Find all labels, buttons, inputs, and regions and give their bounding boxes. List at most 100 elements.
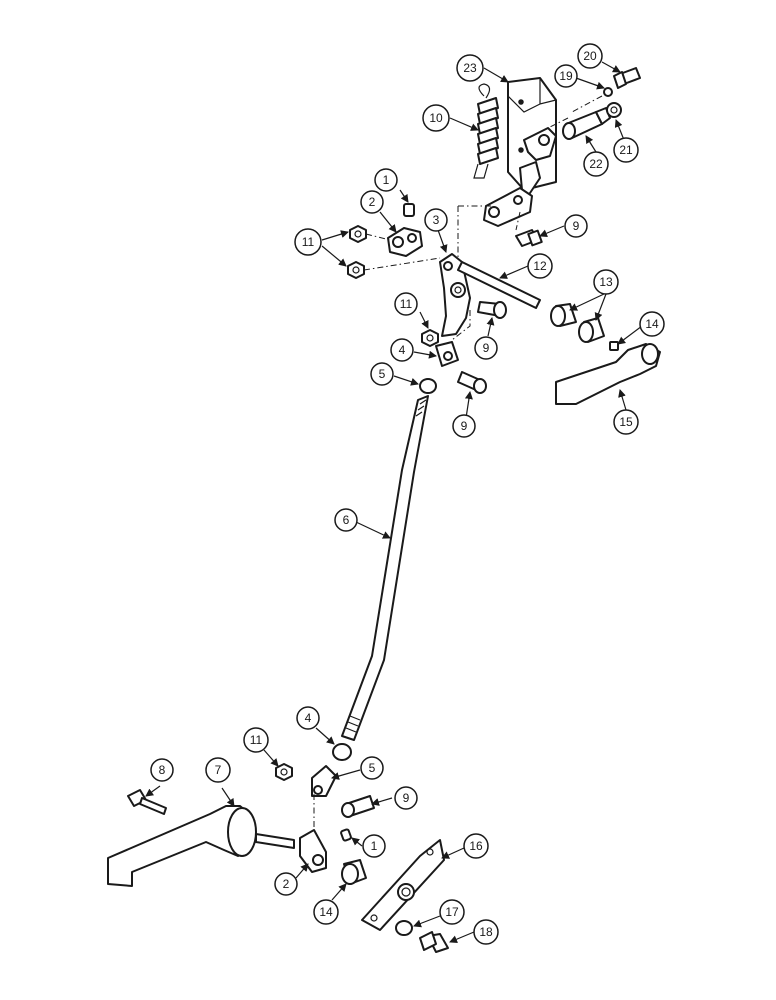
washer-large: [606, 102, 622, 118]
nut: [349, 225, 367, 243]
connecting-rod: [341, 395, 429, 741]
callout-12: 12: [527, 253, 553, 279]
callout-5: 5: [370, 362, 394, 386]
callout-20: 20: [577, 43, 603, 69]
spring: [473, 83, 499, 179]
callout-15: 15: [613, 409, 639, 435]
svg-text:9: 9: [403, 791, 410, 805]
svg-text:7: 7: [215, 763, 222, 777]
svg-text:19: 19: [559, 69, 573, 83]
svg-text:9: 9: [483, 341, 490, 355]
callout-2: 2: [274, 872, 298, 896]
nut: [421, 329, 439, 347]
callout-9: 9: [564, 214, 588, 238]
svg-text:13: 13: [599, 275, 613, 289]
svg-text:9: 9: [461, 419, 468, 433]
svg-text:21: 21: [619, 143, 633, 157]
svg-text:14: 14: [319, 905, 333, 919]
svg-text:2: 2: [369, 195, 376, 209]
svg-text:11: 11: [250, 733, 263, 747]
svg-text:3: 3: [433, 213, 440, 227]
callout-13: 13: [593, 269, 619, 295]
callout-4: 4: [296, 706, 320, 730]
outer-handle: [107, 805, 295, 887]
callout-6: 6: [334, 508, 358, 532]
link-block: [435, 341, 459, 367]
callout-9: 9: [452, 414, 476, 438]
callout-1: 1: [374, 168, 398, 192]
callout-2: 2: [360, 190, 384, 214]
svg-text:23: 23: [463, 61, 477, 75]
washer-lower: [395, 920, 413, 936]
svg-text:5: 5: [379, 367, 386, 381]
bolt-lower: [419, 931, 449, 953]
small-washer: [603, 87, 613, 97]
set-screw: [403, 203, 415, 217]
callout-16: 16: [463, 833, 489, 859]
rod-nut-lower: [332, 743, 352, 761]
svg-text:1: 1: [371, 839, 378, 853]
callout-19: 19: [554, 64, 578, 88]
svg-text:12: 12: [533, 259, 547, 273]
callout-5: 5: [360, 756, 384, 780]
svg-text:9: 9: [573, 219, 580, 233]
latch-housing: [507, 77, 557, 197]
callout-1: 1: [362, 834, 386, 858]
callout-11: 11: [394, 292, 418, 316]
mounting-plate: [361, 839, 445, 931]
shaft: [457, 261, 541, 309]
callout-3: 3: [424, 208, 448, 232]
callout-18: 18: [473, 919, 499, 945]
screw: [477, 301, 507, 319]
callout-11: 11: [294, 228, 322, 256]
svg-text:18: 18: [479, 925, 493, 939]
callout-11: 11: [243, 727, 269, 753]
pivot-pin: [562, 107, 611, 140]
svg-text:20: 20: [583, 49, 597, 63]
screw: [341, 795, 375, 818]
latch-arm: [483, 187, 533, 227]
inner-handle: [555, 343, 661, 405]
svg-text:11: 11: [302, 235, 315, 249]
screw: [457, 371, 487, 394]
clamp-block: [387, 227, 423, 257]
svg-text:4: 4: [399, 343, 406, 357]
svg-text:1: 1: [383, 173, 390, 187]
key: [127, 789, 167, 815]
svg-text:17: 17: [445, 905, 459, 919]
lever-arm: [439, 253, 471, 337]
callout-23: 23: [456, 54, 484, 82]
callout-10: 10: [422, 104, 450, 132]
callout-14: 14: [639, 311, 665, 337]
callout-14: 14: [313, 899, 339, 925]
rod-nut: [419, 378, 437, 394]
callout-9: 9: [394, 786, 418, 810]
leader-lines: [145, 61, 643, 943]
callout-4: 4: [390, 338, 414, 362]
svg-text:4: 4: [305, 711, 312, 725]
svg-text:6: 6: [343, 513, 350, 527]
bushing: [550, 303, 577, 327]
callout-7: 7: [205, 757, 231, 783]
svg-text:22: 22: [589, 157, 603, 171]
svg-text:5: 5: [369, 761, 376, 775]
svg-text:2: 2: [283, 877, 290, 891]
callout-9: 9: [474, 336, 498, 360]
link-block-lower: [311, 765, 337, 797]
svg-text:11: 11: [400, 297, 413, 311]
svg-text:16: 16: [469, 839, 483, 853]
bushing: [578, 317, 605, 343]
svg-text:8: 8: [159, 763, 166, 777]
nut: [275, 763, 293, 781]
clamp-lower: [299, 829, 327, 873]
svg-text:10: 10: [429, 111, 443, 125]
screw: [515, 229, 543, 247]
svg-text:14: 14: [645, 317, 659, 331]
svg-text:15: 15: [619, 415, 633, 429]
screw-top: [613, 67, 641, 89]
callout-21: 21: [613, 137, 639, 163]
nut: [347, 261, 365, 279]
set-screw: [340, 828, 352, 842]
callout-22: 22: [583, 151, 609, 177]
